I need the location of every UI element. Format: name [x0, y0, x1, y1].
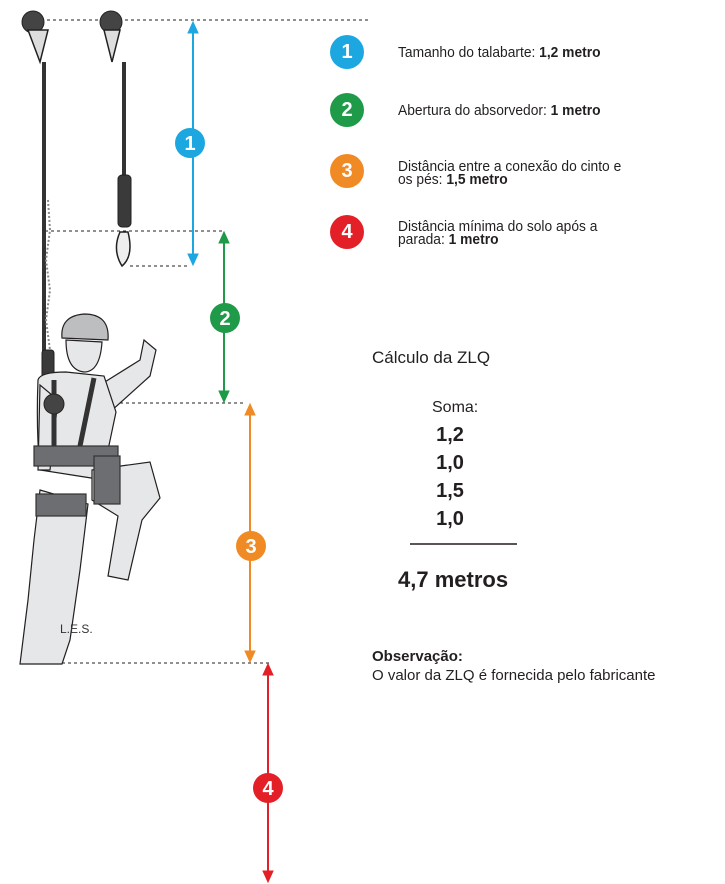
- badge-2: 2: [330, 93, 364, 127]
- signature-les: L.E.S.: [60, 622, 93, 636]
- lanyard-unextended: [99, 10, 132, 268]
- legend-1-text: Tamanho do talabarte:: [398, 44, 540, 61]
- lanyard-extended: [21, 10, 55, 381]
- legend-4-line1: Distância mínima do solo após a: [398, 218, 598, 235]
- badge-4: 4: [330, 215, 364, 249]
- svg-text:2: 2: [219, 308, 230, 330]
- legend-4-value: 1 metro: [448, 231, 499, 248]
- legend-item-3: 3 Distância entre a conexão do cinto e o…: [330, 154, 621, 188]
- badge-1: 1: [330, 35, 364, 69]
- legend-2-text: Abertura do absorvedor:: [398, 102, 551, 119]
- sum-value-4: 1,0: [436, 508, 464, 530]
- legend-1-value: 1,2 metro: [539, 44, 601, 61]
- note-text: O valor da ZLQ é fornecida pelo fabrican…: [372, 667, 656, 684]
- svg-text:3: 3: [245, 536, 256, 558]
- svg-text:1: 1: [184, 133, 195, 155]
- legend-item-2: 2 Abertura do absorvedor: 1 metro: [330, 93, 601, 127]
- sum-value-1: 1,2: [436, 424, 464, 446]
- sum-value-2: 1,0: [436, 452, 464, 474]
- climber-figure: [19, 313, 161, 665]
- sum-total: 4,7 metros: [398, 567, 509, 592]
- legend-4-line2: parada:: [398, 231, 449, 248]
- marker-3: 3: [236, 531, 266, 561]
- marker-2: 2: [210, 303, 240, 333]
- calc-title: Cálculo da ZLQ: [372, 348, 491, 367]
- sum-label: Soma:: [432, 399, 479, 416]
- legend-item-4: 4 Distância mínima do solo após a parada…: [330, 215, 597, 249]
- legend-3-value: 1,5 metro: [446, 171, 508, 188]
- svg-text:4: 4: [262, 778, 274, 800]
- marker-4: 4: [253, 773, 283, 803]
- legend-2-value: 1 metro: [550, 102, 601, 119]
- harness-connection-point: [43, 393, 65, 415]
- badge-3: 3: [330, 154, 364, 188]
- legend-3-line1: Distância entre a conexão do cinto e: [398, 158, 622, 175]
- marker-1: 1: [175, 128, 205, 158]
- legend-3-line2: os pés:: [398, 171, 447, 188]
- legend-item-1: 1 Tamanho do talabarte: 1,2 metro: [330, 35, 601, 69]
- note-title: Observação:: [372, 648, 463, 665]
- sum-value-3: 1,5: [436, 480, 464, 502]
